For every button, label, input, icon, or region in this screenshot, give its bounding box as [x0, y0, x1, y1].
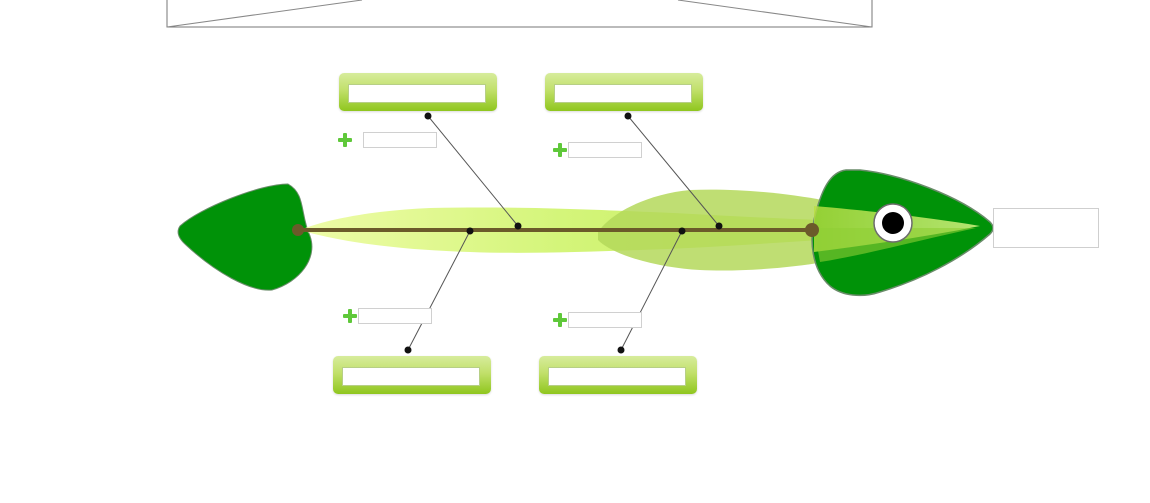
head-shine-lower — [814, 228, 976, 262]
category-box-bottom-right — [539, 356, 697, 394]
cause-input-top-left[interactable] — [363, 132, 437, 148]
bone-top-right — [624, 112, 723, 230]
category-input-top-right[interactable] — [554, 84, 692, 103]
category-input-top-left[interactable] — [348, 84, 486, 103]
cause-input-bottom-right[interactable] — [568, 312, 642, 328]
bone-bottom-right — [617, 227, 686, 354]
category-box-top-left — [339, 73, 497, 111]
category-input-bottom-right[interactable] — [548, 367, 686, 386]
bone-bottom-left — [404, 227, 474, 354]
add-cause-top-left-plus-icon[interactable] — [338, 133, 352, 147]
add-cause-top-right-plus-icon[interactable] — [553, 143, 567, 157]
add-cause-bottom-right-plus-icon[interactable] — [553, 313, 567, 327]
eye-icon — [873, 203, 913, 243]
bone-top-left — [424, 112, 522, 230]
cause-input-bottom-left[interactable] — [358, 308, 432, 324]
category-box-top-right — [545, 73, 703, 111]
category-box-bottom-left — [333, 356, 491, 394]
top-frame — [166, 0, 873, 28]
tail-fin — [177, 183, 313, 291]
cause-input-top-right[interactable] — [568, 142, 642, 158]
category-input-bottom-left[interactable] — [342, 367, 480, 386]
add-cause-bottom-left-plus-icon[interactable] — [343, 309, 357, 323]
spine — [292, 223, 819, 237]
effect-input[interactable] — [993, 208, 1099, 248]
